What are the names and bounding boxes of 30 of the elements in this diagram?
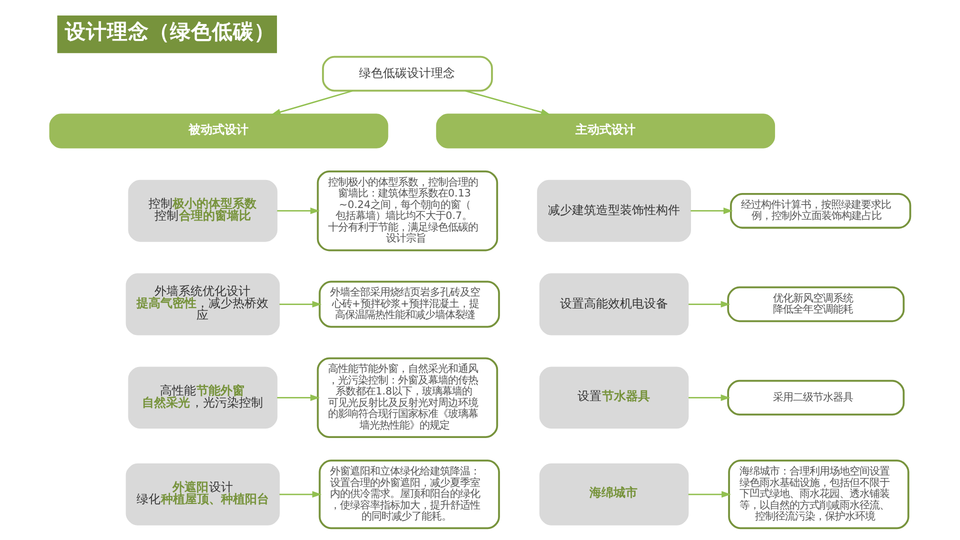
- arrow: [279, 300, 322, 308]
- arrow: [688, 394, 730, 401]
- node-box: 控制极小的体型系数，控制合理的窗墙比：建筑体型系数在0.13~0.24之间，每个朝向的窗（包括幕墙）墙比均不大于0.7。十分有利于节能，满足绿色低碳的设计宗旨: [316, 170, 498, 252]
- arrow: [688, 300, 730, 308]
- node-box: 外遮阳设计 绿化种植屋顶、种植阳台: [126, 463, 280, 526]
- node-box: 外墙系统优化设计 提高气密性，减少热桥效应: [126, 273, 280, 336]
- arrow: [688, 491, 731, 498]
- arrow: [690, 208, 733, 214]
- node-box: 采用二级节水器具: [727, 380, 905, 416]
- node-box: 海绵城市：合理利用场地空间设置绿色雨水基础设施，包括但不限于下凹式绿地、雨水花园、透水铺装等，以自然的方式削减雨水径流、控制径流污染，保护水环境: [728, 460, 910, 530]
- arrow: [277, 208, 320, 214]
- node-box: 设置高能效机电设备: [539, 273, 689, 336]
- arrow: [464, 90, 550, 116]
- node-box: 外窗遮阳和立体绿化给建筑降温：设置合理的外窗遮阳，减少夏季室内的供冷需求。屋顶和阳台的绿化，使绿容率指标加大，提升舒适性的同时减少了能耗。: [318, 460, 500, 530]
- node-box: 高性能节能外窗，自然采光和通风，光污染控制：外窗及幕墙的传热系数都在1.8以下，玻璃幕墙的可见光反射比及反射光对周边环境的影响符合现行国家标准《玻璃幕墙光热性能》的规定: [316, 357, 498, 438]
- node-box: 海绵城市: [539, 463, 689, 526]
- node-box: 主动式设计: [436, 114, 776, 148]
- node-box: 绿色低碳设计理念: [322, 56, 493, 92]
- arrow: [279, 491, 322, 498]
- node-box: 设置节水器具: [539, 366, 689, 429]
- node-box: 高性能节能外窗 自然采光，光污染控制: [128, 366, 278, 429]
- node-box: 控制极小的体型系数 控制合理的窗墙比: [128, 180, 278, 242]
- arrow: [271, 90, 354, 116]
- node-box: 经过构件计算书，按照绿建要求比例，控制外立面装饰构建占比: [730, 193, 912, 229]
- node-box: 优化新风空调系统 降低全年空调能耗: [727, 286, 905, 322]
- arrow: [277, 394, 320, 401]
- node-box: 被动式设计: [49, 114, 388, 148]
- node-box: 外墙全部采用烧结页岩多孔砖及空心砖+预拌砂浆+预拌混凝土，提高保温隔热性能和减少墙体裂缝: [318, 280, 500, 328]
- diagram-title: 设计理念（绿色低碳）: [64, 20, 275, 44]
- node-box: 减少建筑造型装饰性构件: [537, 180, 692, 242]
